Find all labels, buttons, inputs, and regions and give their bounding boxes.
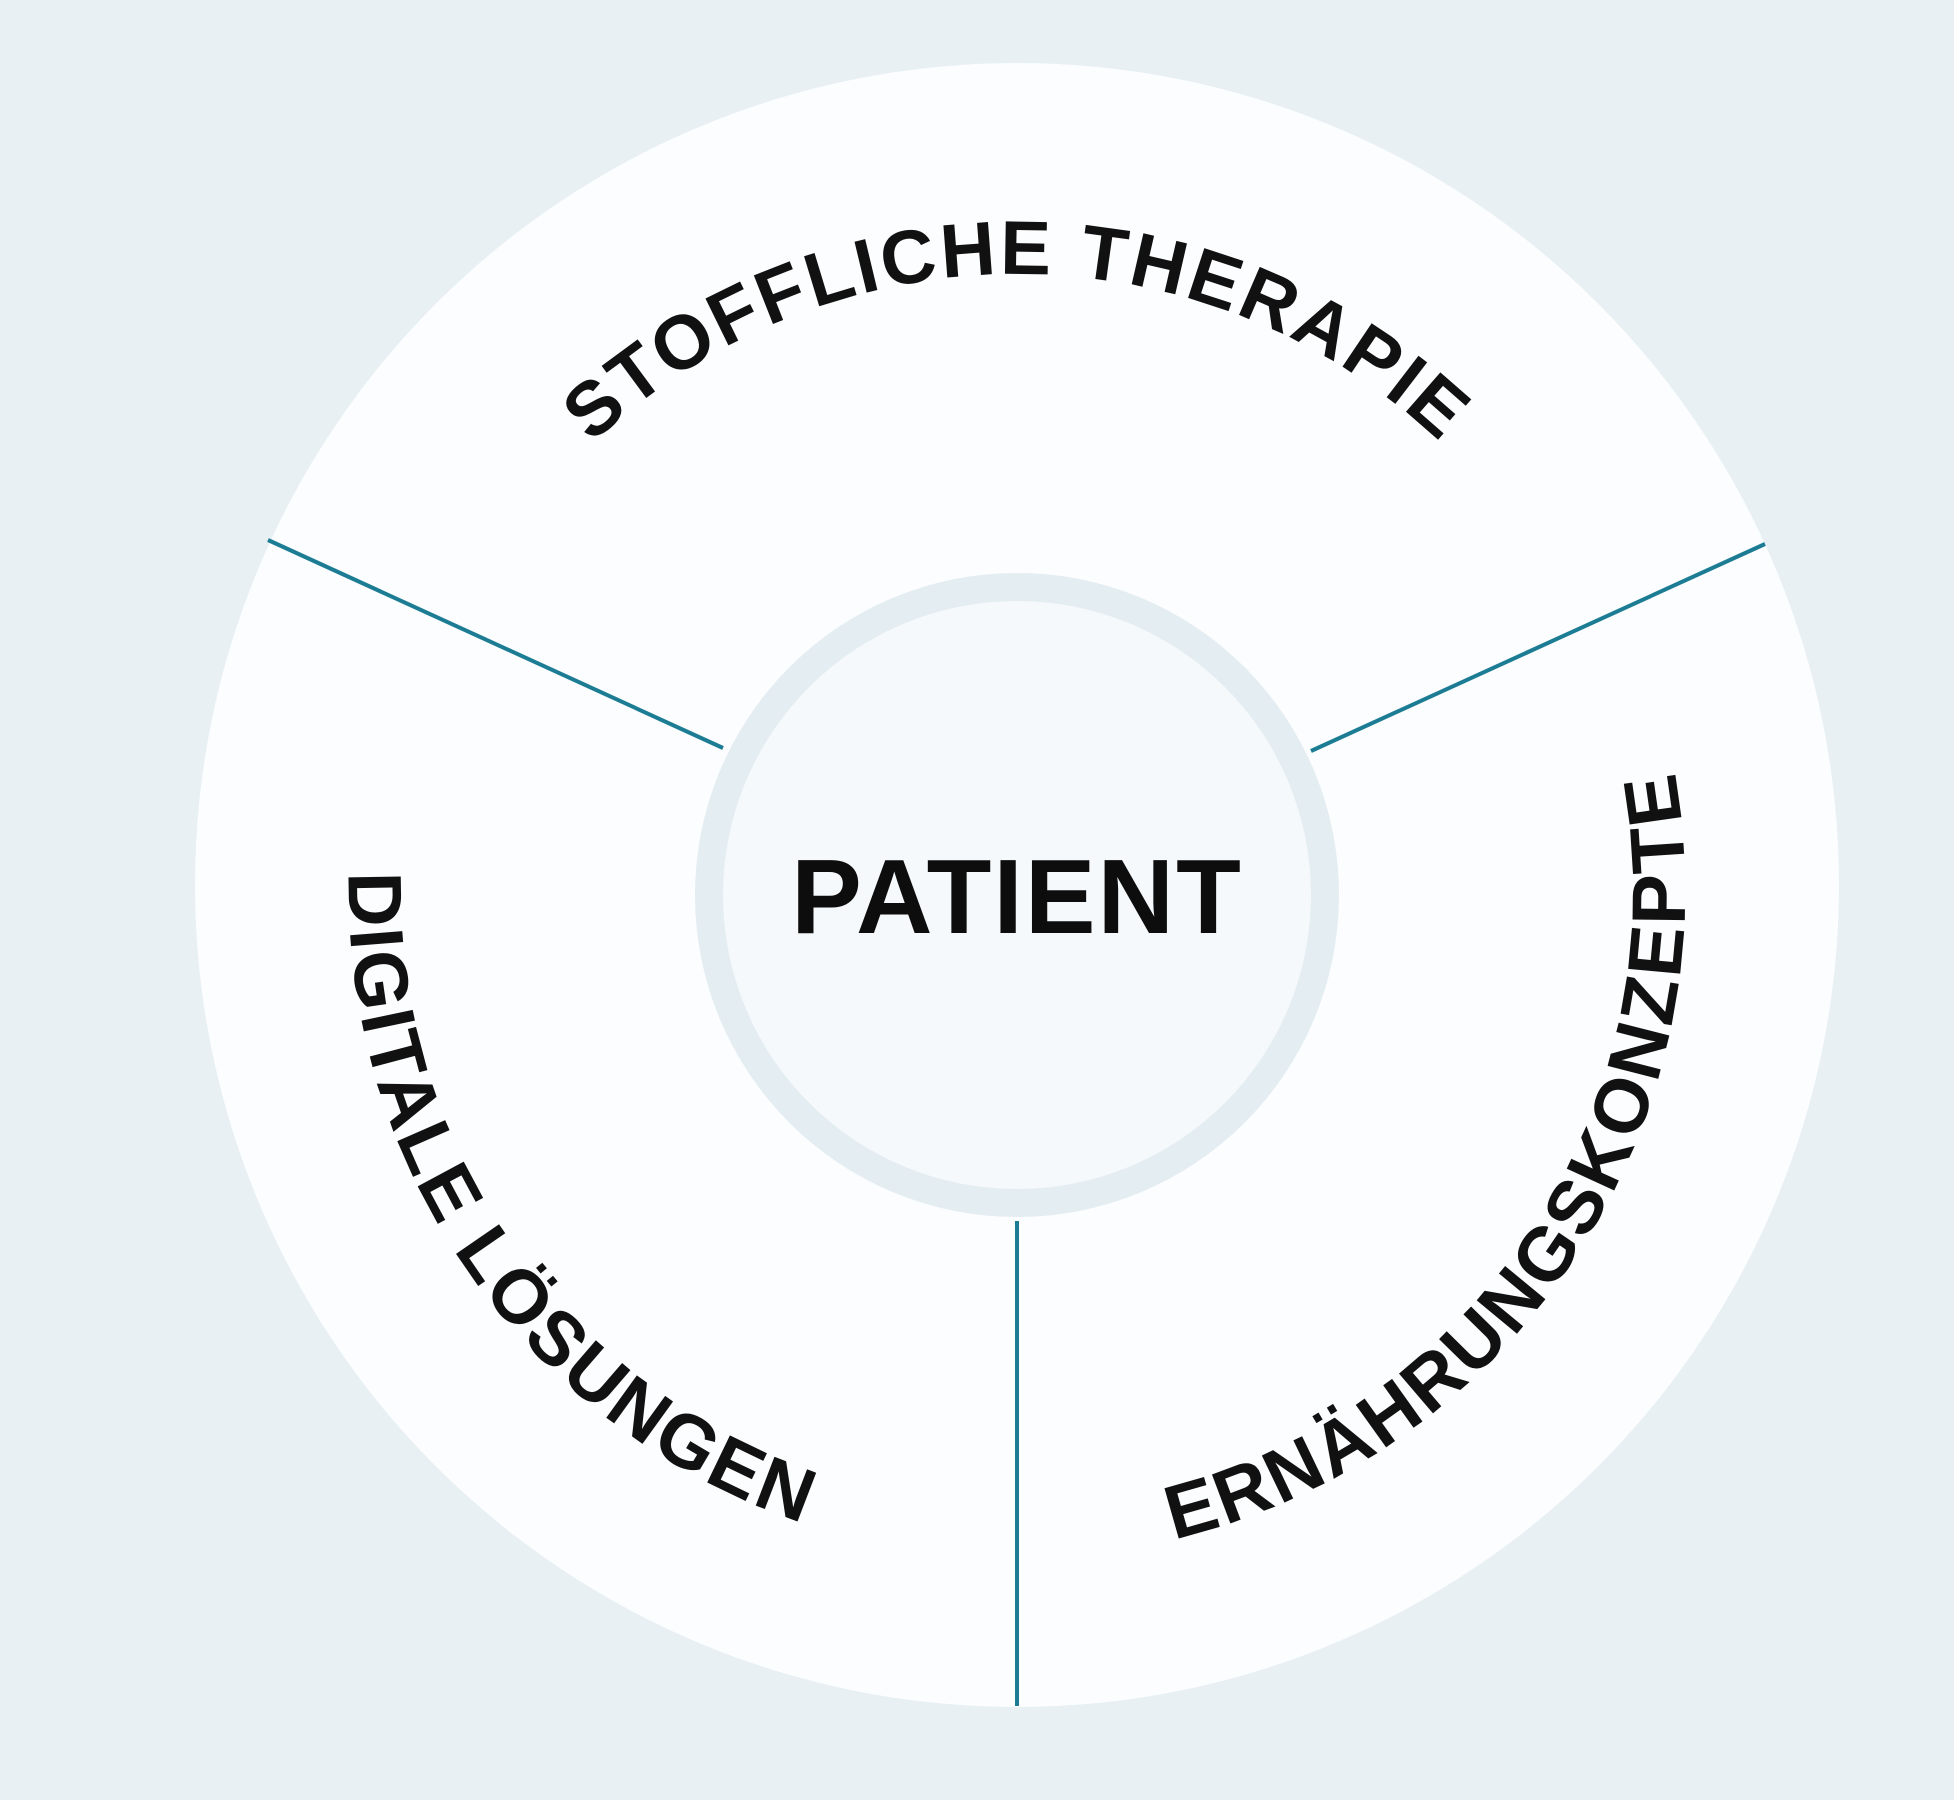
divider-line-left [267,538,724,750]
center-label: PATIENT [791,838,1243,956]
inner-circle [723,601,1311,1189]
divider-line-right [1310,542,1766,753]
